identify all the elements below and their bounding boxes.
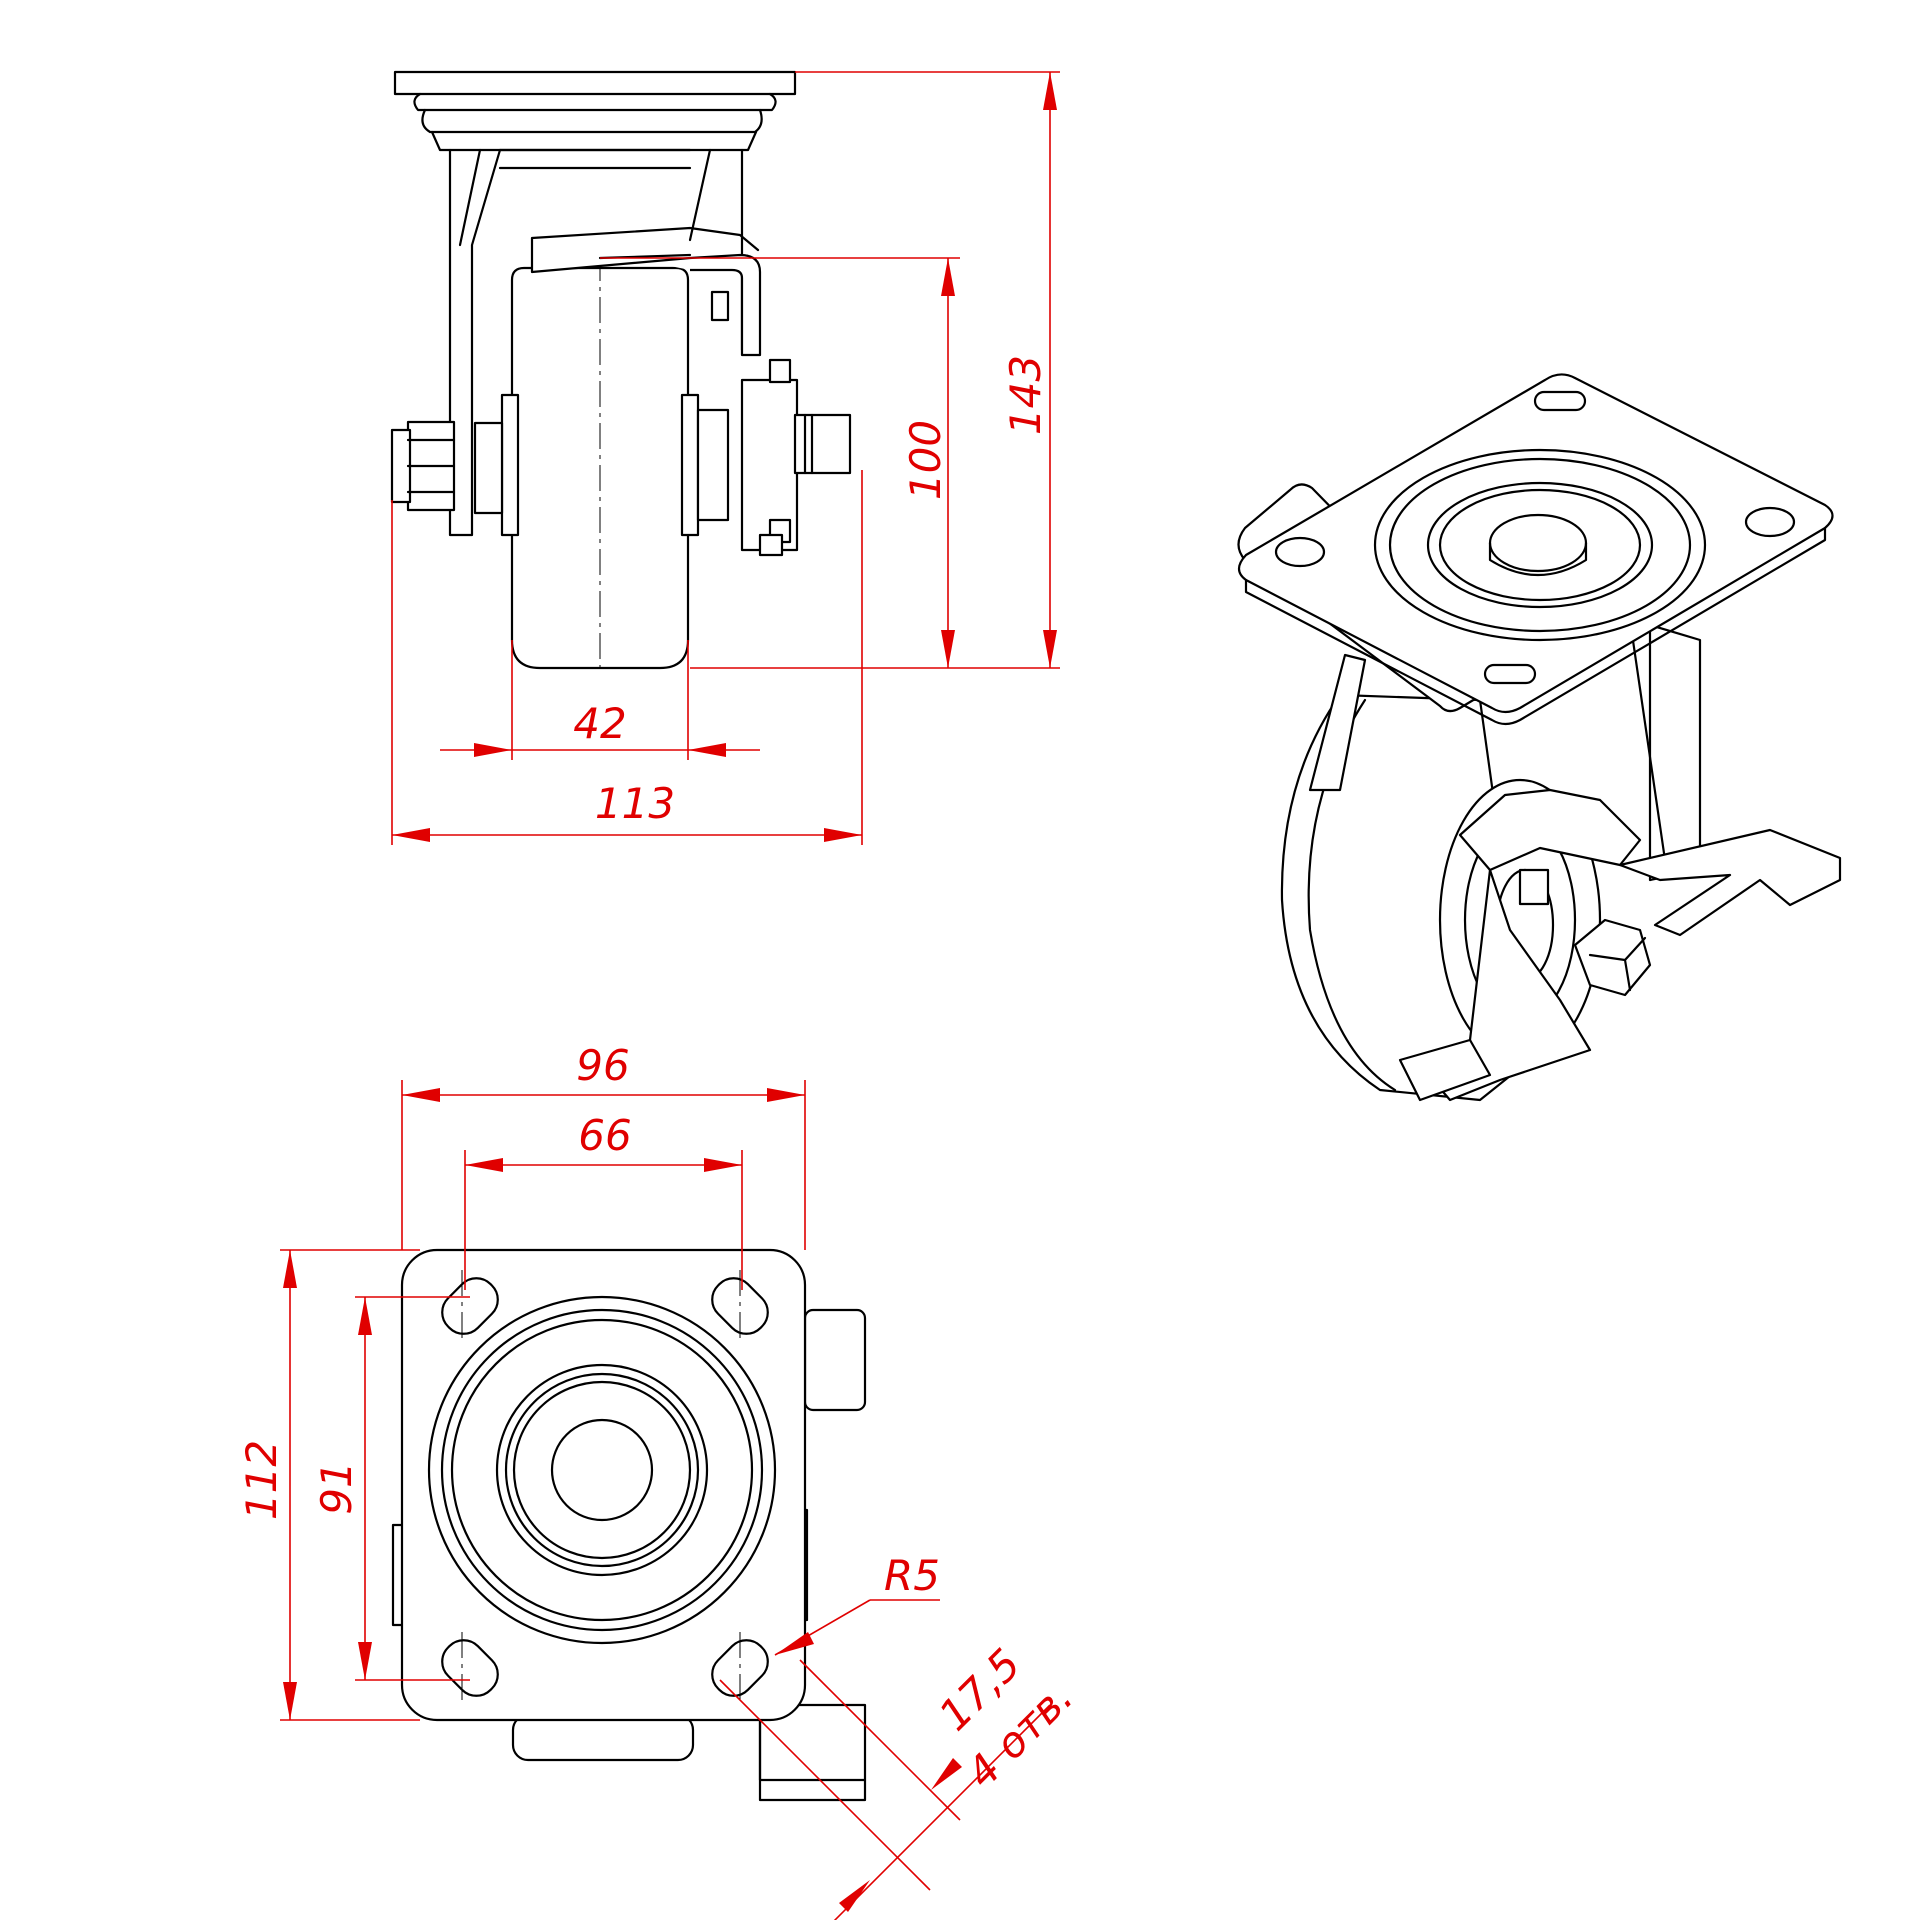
dim-plate-width: 96 — [576, 1041, 629, 1090]
dim-overall-height: 143 — [1001, 355, 1050, 435]
dim-wheel-diameter: 100 — [901, 420, 950, 500]
isometric-view — [1237, 373, 1842, 1102]
dim-overall-width: 113 — [595, 779, 675, 828]
mounting-holes — [441, 1270, 769, 1700]
dim-hole-spacing-x: 66 — [578, 1111, 631, 1160]
dim-hole-radius: R5 — [884, 1551, 940, 1600]
dim-hole-spacing-y: 91 — [312, 1461, 361, 1514]
side-view-dimensions: 143 100 42 113 — [391, 71, 1060, 845]
dim-plate-length: 112 — [237, 1440, 286, 1520]
top-view — [391, 1248, 867, 1802]
side-view — [390, 70, 852, 670]
dim-wheel-width: 42 — [573, 699, 626, 748]
